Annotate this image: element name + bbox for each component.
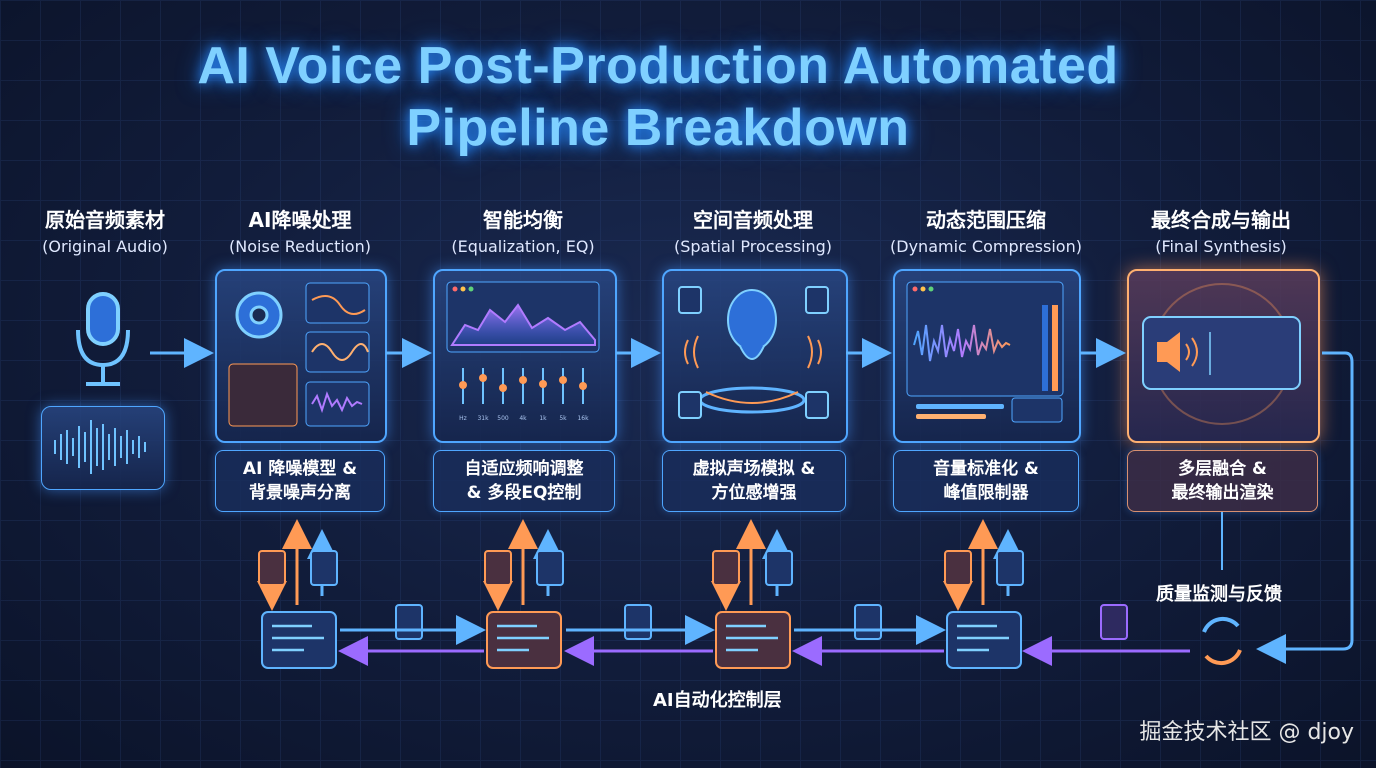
stage-en-label: (Original Audio) (42, 237, 168, 256)
stage-en-label: (Noise Reduction) (229, 237, 371, 256)
stage-final-header: 最终合成与输出 (Final Synthesis) (1101, 204, 1341, 256)
stage-compression-header: 动态范围压缩 (Dynamic Compression) (866, 204, 1106, 256)
desc-line: 虚拟声场模拟 & (692, 459, 816, 479)
stage-spatial-header: 空间音频处理 (Spatial Processing) (633, 204, 873, 256)
stage-zh-label: 动态范围压缩 (926, 208, 1046, 232)
desc-line: 音量标准化 & (933, 459, 1039, 479)
gear-icon (235, 291, 283, 339)
speaker-icon (1157, 332, 1198, 372)
eq-tick-label: 4k (519, 415, 527, 422)
cycle-icon (1202, 616, 1242, 666)
desc-line: 自适应频响调整 (464, 459, 584, 479)
eq-tick-label: 16k (577, 415, 589, 422)
sine-panel (305, 331, 370, 373)
speaker-icon (678, 286, 829, 419)
stage-zh-label: 最终合成与输出 (1151, 208, 1291, 232)
stage-en-label: (Dynamic Compression) (890, 237, 1082, 256)
spatial-desc: 虚拟声场模拟 & 方位感增强 (662, 450, 846, 512)
noise-reduction-desc: AI 降噪模型 & 背景噪声分离 (215, 450, 385, 512)
orange-waveform-panel (228, 363, 298, 427)
watermark: 掘金技术社区 @ djoy (1139, 720, 1354, 745)
stage-noise-reduction-header: AI降噪处理 (Noise Reduction) (180, 204, 420, 256)
noise-panel (305, 381, 370, 427)
stage-zh-label: 空间音频处理 (693, 208, 813, 232)
stage-original-audio-header: 原始音频素材 (Original Audio) (0, 204, 225, 256)
page-title-line2: Pipeline Breakdown (406, 99, 910, 157)
desc-line: 方位感增强 (711, 483, 797, 503)
eq-tick-label: 5k (559, 415, 567, 422)
stage-en-label: (Spatial Processing) (673, 237, 833, 256)
desc-line: 峰值限制器 (943, 483, 1029, 503)
stage-zh-label: 智能均衡 (483, 208, 563, 232)
eq-spectrum (450, 303, 596, 346)
desc-line: 多层融合 & (1178, 459, 1267, 479)
waveform-icon (54, 420, 146, 474)
stage-zh-label: 原始音频素材 (45, 208, 165, 232)
equalization-desc: 自适应频响调整 & 多段EQ控制 (433, 450, 615, 512)
quality-monitor-label: 质量监测与反馈 (1156, 584, 1282, 605)
desc-line: 最终输出渲染 (1171, 483, 1274, 503)
desc-line: 背景噪声分离 (249, 483, 351, 503)
desc-line: AI 降噪模型 & (242, 459, 358, 479)
stage-en-label: (Equalization, EQ) (451, 237, 595, 256)
eq-tick-label: Hz (459, 415, 467, 422)
eq-tick-label: 500 (497, 415, 509, 422)
head-3d-icon (698, 289, 806, 414)
desc-line: & 多段EQ控制 (466, 483, 582, 503)
stage-zh-label: AI降噪处理 (248, 208, 352, 232)
eq-tick-label: 1k (539, 415, 547, 422)
microphone-icon (76, 292, 130, 386)
page-title-line1: AI Voice Post-Production Automated (197, 37, 1119, 95)
eq-sliders-icon (462, 368, 584, 404)
final-synthesis-desc: 多层融合 & 最终输出渲染 (1127, 450, 1318, 512)
control-layer-label: AI自动化控制层 (653, 690, 782, 711)
compression-desc: 音量标准化 & 峰值限制器 (893, 450, 1079, 512)
stage-equalization-header: 智能均衡 (Equalization, EQ) (403, 204, 643, 256)
eq-tick-label: 31k (477, 415, 489, 422)
stage-en-label: (Final Synthesis) (1155, 237, 1287, 256)
